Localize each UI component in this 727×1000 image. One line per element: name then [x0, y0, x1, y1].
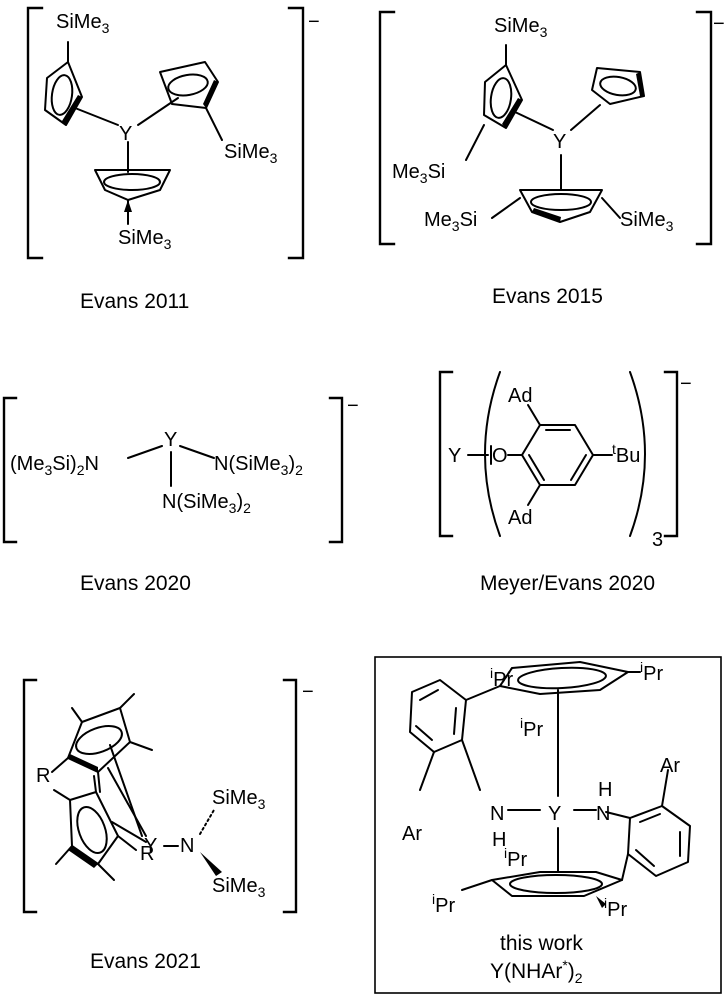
- label-y: Y: [164, 429, 177, 451]
- bracket-right: [282, 678, 298, 914]
- aryl-ring-right: [627, 805, 691, 877]
- label-y: Y: [553, 131, 566, 153]
- bonds: [419, 667, 669, 908]
- label-amide-bottom: N(SiMe3)2: [162, 491, 251, 516]
- cp-ring-left: [44, 61, 83, 126]
- caption: Evans 2011: [80, 290, 189, 313]
- label-ipr-top-right: iPr: [640, 659, 663, 685]
- label-simes-top: SiMe3: [212, 787, 266, 812]
- label-r-top: R: [36, 765, 50, 787]
- label-simes-bottom: SiMe3: [118, 227, 172, 252]
- label-tbu: tBu: [612, 441, 640, 467]
- aryl-ring-top: [499, 661, 641, 695]
- bracket-left: [22, 678, 38, 914]
- label-y: Y: [119, 123, 132, 145]
- label-ar-right: Ar: [660, 755, 680, 777]
- cp-ring-right: [159, 61, 219, 109]
- label-nh-right-h: H: [598, 779, 612, 801]
- cp-ring-bottom: [519, 189, 603, 223]
- charge-sign: −: [713, 13, 725, 35]
- label-simes-top: SiMe3: [56, 11, 110, 36]
- label-simes-right: SiMe3: [224, 141, 278, 166]
- label-ipr-bottom-left: iPr: [432, 891, 455, 917]
- cp-ring-left: [483, 64, 523, 129]
- charge-sign: −: [302, 681, 314, 703]
- bracket-right: [663, 370, 679, 538]
- label-ipr-bottom-right: iPr: [604, 895, 627, 921]
- label-r-bottom: R: [140, 843, 154, 865]
- label-amide-left: (Me3Si)2N: [10, 453, 99, 478]
- bonds: [465, 44, 621, 219]
- bracket-left: [378, 10, 396, 246]
- label-ar-left: Ar: [402, 823, 422, 845]
- caption: Meyer/Evans 2020: [480, 572, 655, 595]
- bonds: [67, 41, 223, 225]
- label-nh-left-n: N: [490, 803, 504, 825]
- label-n: N: [180, 835, 194, 857]
- cp-ring-bottom: [53, 775, 137, 881]
- structure-evans-2020: − Y (Me3Si)2N N(SiMe3)2 N(SiMe3)2 Evans …: [2, 395, 359, 595]
- structure-evans-2015: − SiMe3 Y Me3Si Me3Si SiMe3: [378, 10, 725, 308]
- bracket-right: [328, 396, 344, 544]
- label-o: O: [492, 445, 508, 467]
- charge-sign: −: [308, 11, 320, 33]
- label-y: Y: [548, 803, 561, 825]
- bonds: [127, 445, 215, 487]
- label-multiplier: 3: [652, 529, 663, 551]
- bracket-left: [26, 6, 44, 260]
- label-me3si-upper: Me3Si: [392, 161, 445, 186]
- caption-line-1: this work: [500, 932, 583, 955]
- charge-sign: −: [347, 395, 359, 417]
- label-amide-right: N(SiMe3)2: [214, 453, 303, 478]
- aryl-ring-bottom: [461, 871, 623, 897]
- label-simes-top: SiMe3: [494, 15, 548, 40]
- label-nh-left-h: H: [492, 829, 506, 851]
- label-simes-right: SiMe3: [620, 209, 674, 234]
- label-y: Y: [144, 835, 157, 857]
- highlight-box: [374, 656, 722, 994]
- bonds: [467, 404, 613, 506]
- label-ad-bottom: Ad: [508, 507, 532, 529]
- bonds: [107, 767, 222, 876]
- label-simes-bottom: SiMe3: [212, 875, 266, 900]
- cp-ring-bottom: [94, 169, 171, 212]
- caption: Evans 2015: [492, 285, 603, 308]
- structure-this-work: Y N H N H Ar Ar iPr iPr iPr iPr iPr iPr …: [374, 656, 722, 994]
- cp-ring-right: [591, 67, 645, 105]
- label-ipr-top-left: iPr: [490, 665, 513, 691]
- structure-evans-2021: − Y N: [22, 678, 314, 973]
- label-nh-right-n: N: [596, 803, 610, 825]
- label-ipr-bottom-ortho: iPr: [504, 845, 527, 871]
- bracket-right: [695, 10, 713, 246]
- bracket-left: [2, 396, 18, 544]
- charge-sign: −: [680, 373, 692, 395]
- aryl-ring: [521, 424, 594, 486]
- label-ad-top: Ad: [508, 385, 532, 407]
- aryl-ring-left: [409, 679, 467, 753]
- cp-ring-top: [51, 693, 153, 837]
- caption-line-2: Y(NHAr*)2: [490, 957, 583, 986]
- label-ipr-top-ortho: iPr: [520, 715, 543, 741]
- bracket-left: [438, 370, 454, 538]
- caption: Evans 2021: [90, 950, 201, 973]
- bracket-right: [287, 6, 305, 260]
- structure-evans-2011: − SiMe3 Y SiMe3 SiMe3 Evans 2011: [26, 6, 320, 313]
- label-me3si-lower: Me3Si: [424, 209, 477, 234]
- label-y: Y: [448, 445, 461, 467]
- structure-meyer-evans-2020: − Y O Ad Ad tBu 3 Meyer/Evans 2020: [438, 370, 692, 595]
- caption: Evans 2020: [80, 572, 191, 595]
